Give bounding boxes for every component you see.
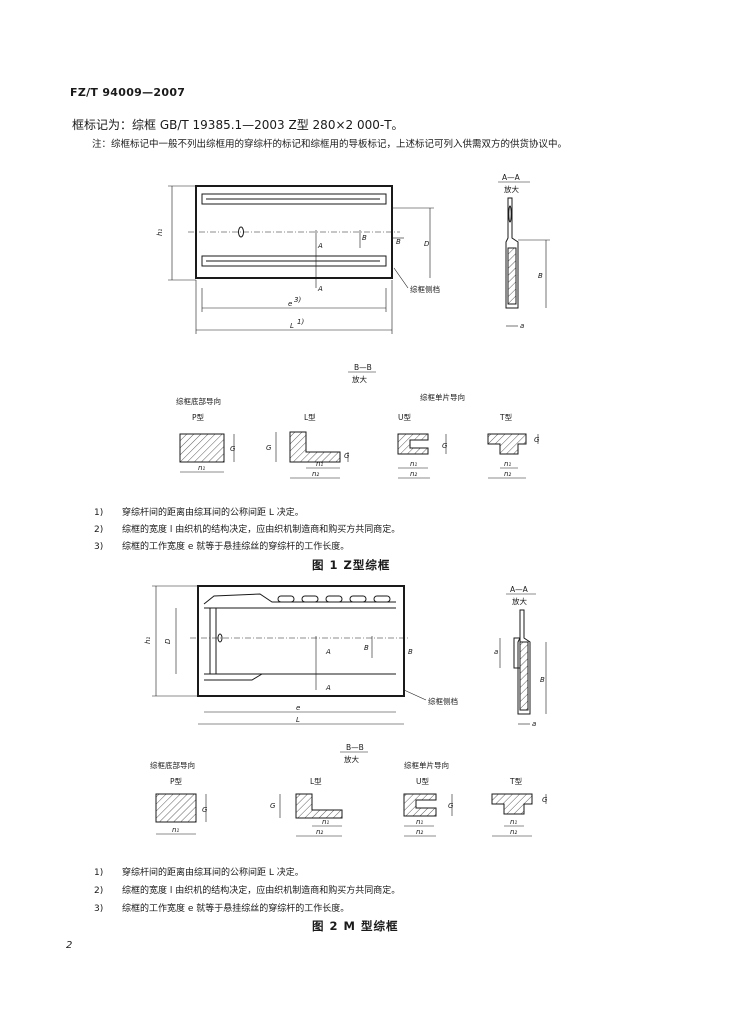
z-section-aa — [505, 197, 519, 309]
m-section-aa-dim-a: a — [532, 720, 536, 728]
dim-e: e — [288, 300, 292, 308]
section-mark-a-bottom: A — [317, 285, 323, 293]
figure2-footnote-2: 2)综框的宽度 l 由织机的结构决定，应由织机制造商和购买方共同商定。 — [94, 886, 401, 896]
m-section-mark-a: A — [325, 648, 331, 656]
m-type-u-profile — [403, 793, 437, 817]
m-type-p-label: P型 — [170, 777, 183, 786]
m-type-p-dim-g: G — [202, 806, 208, 814]
m-type-l-dim-n1: n₁ — [322, 818, 329, 826]
type-l-dim-n1: n₁ — [316, 460, 323, 468]
type-l-profile — [289, 431, 341, 463]
dim-h1: h₁ — [156, 229, 164, 236]
m-type-l-dim-g: G — [270, 802, 276, 810]
marking-example: 框标记为：综框 GB/T 19385.1—2003 Z型 280×2 000-T… — [72, 118, 404, 132]
page-number: 2 — [66, 940, 73, 951]
m-type-l-dim-n2: n₂ — [316, 828, 323, 836]
m-type-u-dim-g: G — [448, 802, 454, 810]
section-aa-title: A—A — [502, 173, 521, 182]
groove-heading: 综框底部导向 — [176, 396, 221, 406]
m-frame-main-view — [190, 585, 408, 697]
figure2-footnote-1: 1)穿综杆间的距离由综耳间的公称间距 L 决定。 — [94, 868, 304, 878]
m-groove-heading: 综框底部导向 — [150, 760, 195, 770]
m-section-aa-dim-b: B — [540, 676, 545, 684]
type-t-dim-n1: n₁ — [504, 460, 511, 468]
m-dim-d: D — [164, 638, 172, 644]
m-section-aa — [513, 609, 531, 715]
type-l-dim-n2: n₂ — [312, 470, 319, 478]
section-bb-title: B—B — [354, 363, 372, 372]
m-type-u-dim-n1: n₁ — [416, 818, 423, 826]
m-section-mark-b-right: B — [408, 648, 413, 656]
m-section-bb-enlarged: 放大 — [344, 754, 359, 764]
side-bar-label: 综框侧档 — [410, 284, 440, 294]
figure1-caption: 图 1 Z型综框 — [312, 558, 391, 572]
section-bb-enlarged: 放大 — [352, 374, 367, 384]
single-guide-heading: 综框单片导向 — [420, 392, 465, 402]
type-t-dim-g: G — [534, 436, 540, 444]
figure1-footnote-3: 3)综框的工作宽度 e 就等于悬挂综丝的穿综杆的工作长度。 — [94, 542, 350, 552]
type-p-label: P型 — [192, 413, 205, 422]
m-dim-h1: h₁ — [144, 637, 152, 644]
m-type-t-dim-n1: n₁ — [510, 818, 517, 826]
m-type-t-dim-g: G — [542, 796, 548, 804]
m-dim-e: e — [296, 704, 300, 712]
type-l-dim-g: G — [266, 444, 272, 452]
type-t-dim-n2: n₂ — [504, 470, 511, 478]
figure2-footnote-3: 3)综框的工作宽度 e 就等于悬挂综丝的穿综杆的工作长度。 — [94, 904, 350, 914]
section-aa-dim-b: B — [538, 272, 543, 280]
section-mark-a-top: A — [317, 242, 323, 250]
m-type-u-label: U型 — [416, 777, 429, 786]
figure1-footnote-1: 1)穿综杆间的距离由综耳间的公称间距 L 决定。 — [94, 508, 304, 518]
type-l-label: L型 — [304, 413, 316, 422]
m-section-aa-enlarged: 放大 — [512, 596, 527, 606]
section-aa-dim-a: a — [520, 322, 524, 330]
m-section-mark-b: B — [364, 644, 369, 652]
m-side-bar-label: 综框侧档 — [428, 696, 458, 706]
type-l-dim-t: G — [344, 452, 350, 460]
dim-e-note: 3) — [294, 296, 301, 304]
marking-note: 注：综框标记中一般不列出综框用的穿综杆的标记和综框用的导板标记，上述标记可列入供… — [92, 139, 568, 150]
m-single-guide-heading: 综框单片导向 — [404, 760, 449, 770]
m-section-bb-title: B—B — [346, 743, 364, 752]
figure-1-drawing: h₁ D A A B B e 3) L 1) 综框侧档 A—A 放大 B a B… — [156, 173, 550, 479]
dim-l-note: 1) — [297, 318, 304, 326]
figure-2-drawing: h₁ D A A B B e L 综框侧档 A—A 放大 a B a B—B 放… — [144, 585, 548, 837]
type-u-profile — [397, 433, 429, 455]
m-type-p-dim-n1: n₁ — [172, 826, 179, 834]
type-u-dim-g: G — [442, 442, 448, 450]
m-type-u-dim-n2: n₂ — [416, 828, 423, 836]
section-mark-b-right: B — [396, 238, 401, 246]
section-mark-b: B — [362, 234, 367, 242]
m-type-l-profile — [295, 793, 343, 819]
type-t-profile — [487, 433, 527, 455]
type-u-dim-n2: n₂ — [410, 470, 417, 478]
m-dim-l: L — [296, 716, 300, 724]
m-section-aa-dim-k: a — [494, 648, 498, 656]
type-p-profile — [179, 433, 225, 463]
m-type-t-label: T型 — [509, 777, 523, 786]
type-p-dim-n1: n₁ — [198, 464, 205, 472]
dim-d: D — [424, 240, 430, 248]
type-p-dim-g: G — [230, 445, 236, 453]
type-u-label: U型 — [398, 413, 411, 422]
m-section-aa-title: A—A — [510, 585, 529, 594]
z-frame-main-view — [188, 185, 404, 288]
m-type-t-dim-n2: n₂ — [510, 828, 517, 836]
m-section-mark-a-bottom: A — [325, 684, 331, 692]
type-u-dim-n1: n₁ — [410, 460, 417, 468]
figure2-caption: 图 2 M 型综框 — [312, 919, 399, 933]
m-type-l-label: L型 — [310, 777, 322, 786]
type-t-label: T型 — [499, 413, 513, 422]
standard-number: FZ/T 94009—2007 — [70, 86, 186, 99]
m-type-t-profile — [491, 793, 533, 815]
dim-l: L — [290, 322, 294, 330]
figure1-footnote-2: 2)综框的宽度 l 由织机的结构决定，应由织机制造商和购买方共同商定。 — [94, 525, 401, 535]
section-aa-enlarged: 放大 — [504, 184, 519, 194]
m-type-p-profile — [155, 793, 197, 823]
